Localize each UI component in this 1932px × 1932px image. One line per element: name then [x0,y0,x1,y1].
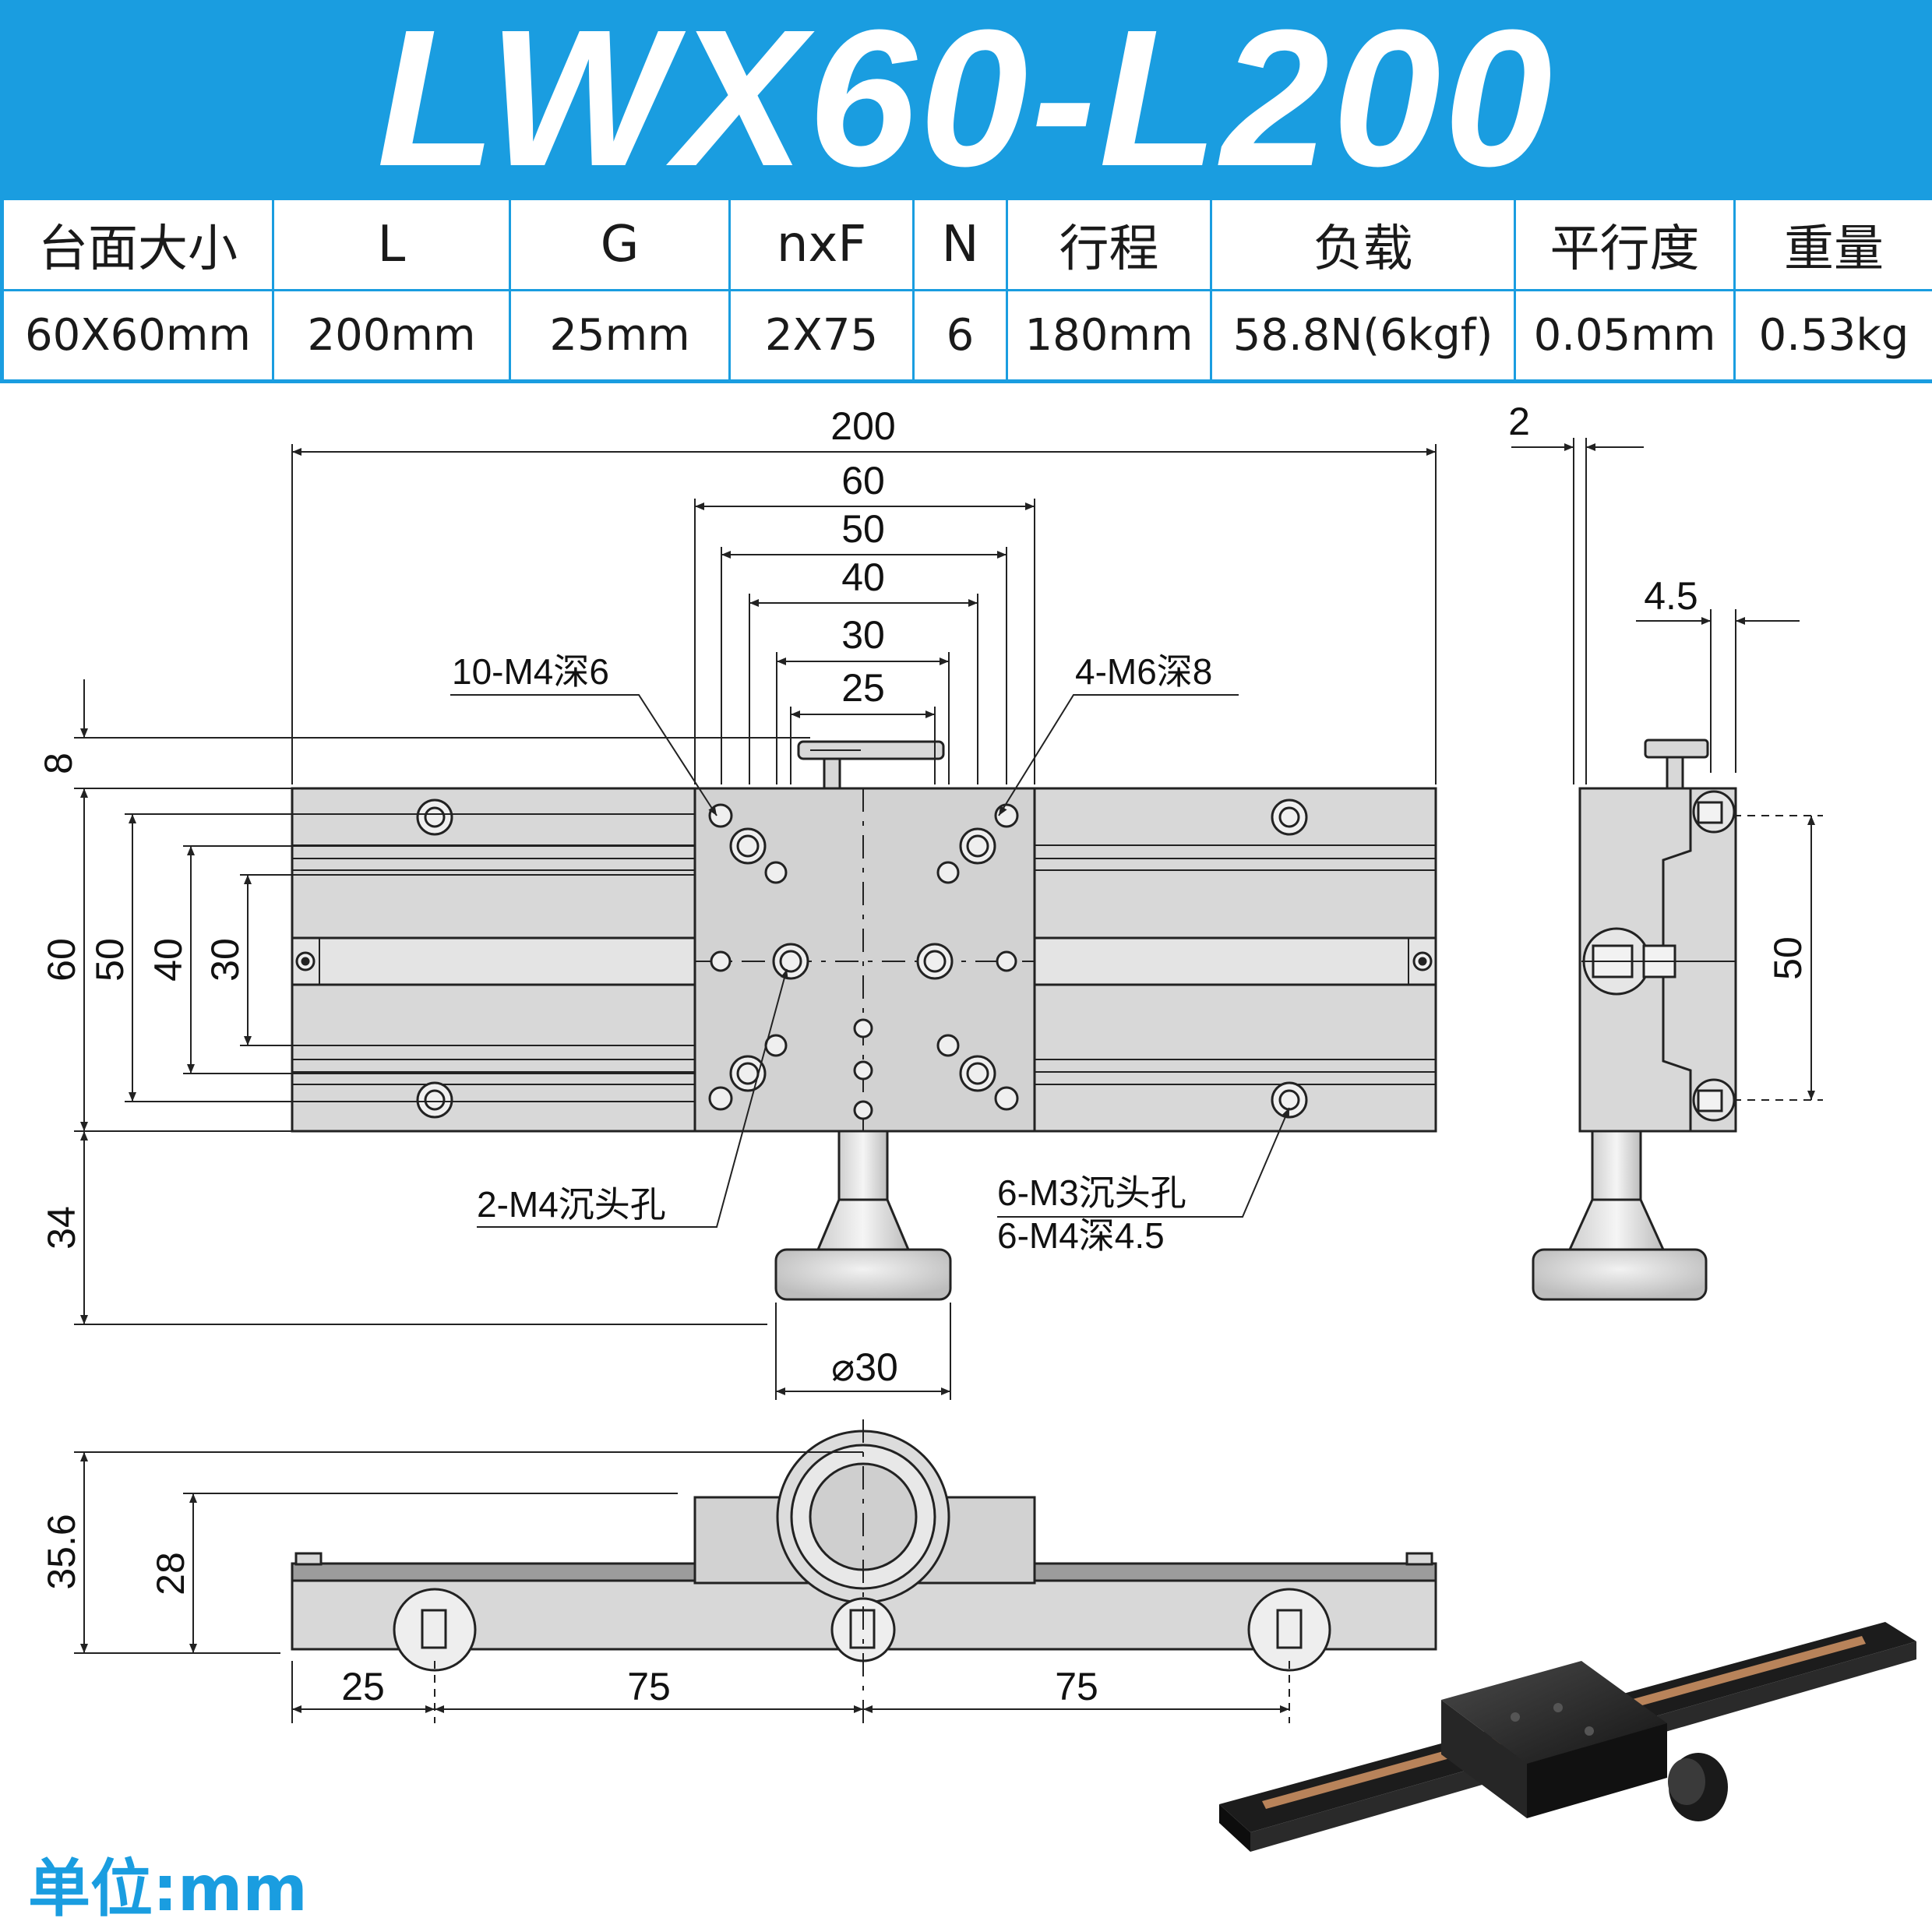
spec-header-cell: 平行度 [1514,197,1736,291]
spec-header-cell: 重量 [1733,197,1932,291]
spec-value-cell: 0.05mm [1514,288,1736,383]
dim-knob-diameter: ⌀30 [831,1345,898,1389]
spec-value-cell: 25mm [509,288,731,383]
front-dimensions [74,1451,1290,1723]
side-dimension-labels: 2 4.5 50 [1508,400,1810,980]
clamp-lever [797,740,945,790]
spec-value-cell: 2X75 [728,288,915,383]
spec-value-cell: 6 [912,288,1008,383]
top-view [291,740,1437,1301]
dim-top-8: 8 [37,753,80,774]
spec-header-row: 台面大小 L G nxF N 行程 负载 平行度 重量 [1,197,1932,291]
dim-front-35.6: 35.6 [40,1514,83,1589]
dim-width-25: 25 [841,666,885,710]
callout-m6-deep8: 4-M6深8 [1075,651,1212,692]
technical-drawing: 200 60 50 40 30 25 8 60 50 40 30 34 ⌀30 … [37,400,1916,1852]
dim-side-4.5: 4.5 [1644,574,1698,618]
callout-m4-deep6: 10-M4深6 [452,651,609,692]
spec-header-cell: 台面大小 [1,197,274,291]
spec-header-cell: N [912,197,1008,291]
dim-width-50: 50 [841,507,885,551]
adjust-knob [774,1248,952,1301]
callout-m4-deep45: 6-M4深4.5 [997,1215,1165,1256]
callout-labels: 10-M4深6 4-M6深8 2-M4沉头孔 6-M3沉头孔 6-M4深4.5 [452,651,1212,1256]
dim-front-28: 28 [149,1552,192,1595]
dim-pitch-75: 75 [1055,1665,1098,1708]
spec-header-cell: 行程 [1006,197,1212,291]
model-title: LWX60-L200 [376,0,1556,206]
side-clamp-lever [1644,739,1709,790]
spec-header-cell: 负载 [1210,197,1516,291]
dim-width-30: 30 [841,613,885,657]
knob-neck [816,1198,911,1251]
base-mount-hole [416,799,1308,1119]
dim-left-50: 50 [88,938,132,982]
dim-bottom-34: 34 [40,1206,83,1250]
top-dimension-labels: 200 60 50 40 30 25 8 60 50 40 30 34 ⌀30 [37,404,898,1389]
dim-length: 200 [830,404,895,448]
side-knob [1532,1248,1708,1301]
title-banner [0,0,1932,196]
product-image [1219,1622,1916,1852]
side-dimensions [1511,438,1823,1101]
dim-left-60: 60 [40,938,83,982]
front-view [291,1419,1437,1708]
spec-value-row: 60X60mm 200mm 25mm 2X75 6 180mm 58.8N(6k… [1,288,1932,383]
dim-left-40: 40 [146,938,190,982]
spec-value-cell: 60X60mm [1,288,274,383]
dim-width-40: 40 [841,555,885,599]
side-shaft [1591,1130,1642,1201]
top-dimensions [74,444,1437,1400]
spec-value-cell: 180mm [1006,288,1212,383]
table-hole [708,803,1019,1120]
spec-header-cell: nxF [728,197,915,291]
spec-value-cell: 200mm [272,288,511,383]
spec-value-cell: 58.8N(6kgf) [1210,288,1516,383]
dim-pitch-25: 25 [341,1665,385,1708]
dim-width-60: 60 [841,459,885,502]
spec-header-cell: G [509,197,731,291]
dim-side-50: 50 [1766,936,1810,980]
callout-m3-counterbore: 6-M3沉头孔 [997,1172,1186,1213]
slot-end-hole [295,951,1433,971]
lead-screw-shaft [837,1130,889,1201]
dim-side-2: 2 [1508,400,1530,443]
side-view [1532,739,1737,1301]
unit-label: 单位:mm [28,1853,308,1925]
callout-m4-counterbore: 2-M4沉头孔 [477,1184,666,1225]
spec-table: 台面大小 L G nxF N 行程 负载 平行度 重量 60X60mm 200m… [0,196,1932,383]
dim-left-30: 30 [203,938,247,982]
spec-value-cell: 0.53kg [1733,288,1932,383]
front-dimension-labels: 35.6 28 25 75 75 [40,1514,1098,1708]
dim-pitch-75: 75 [627,1665,671,1708]
spec-header-cell: L [272,197,511,291]
